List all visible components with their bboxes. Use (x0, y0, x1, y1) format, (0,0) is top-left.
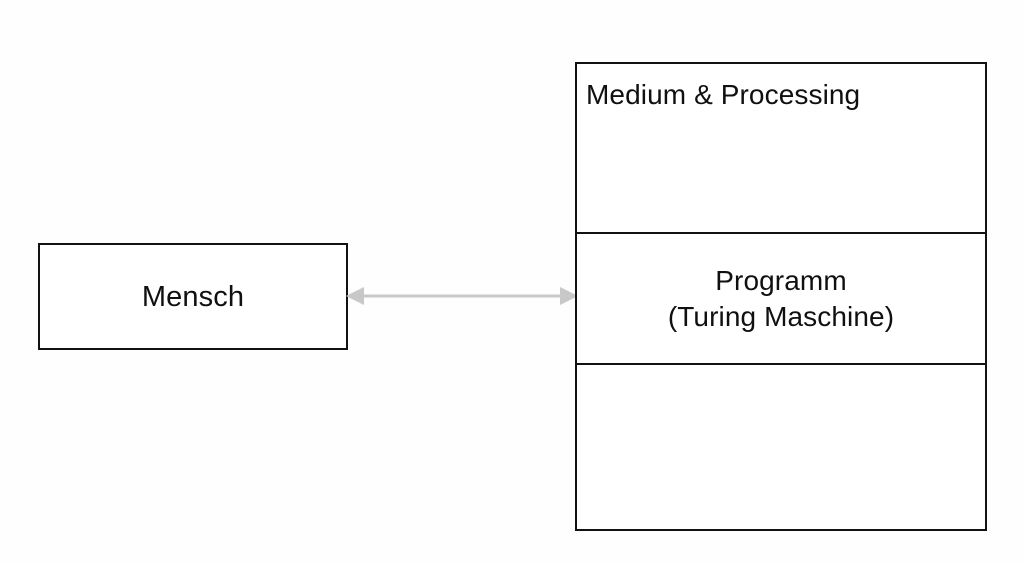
node-mensch[interactable]: Mensch (38, 243, 348, 350)
double-headed-arrow-icon (346, 287, 578, 305)
table-row[interactable]: Programm (Turing Maschine) (577, 234, 985, 365)
node-mensch-label: Mensch (141, 280, 245, 313)
row-medium-processing-label: Medium & Processing (586, 79, 861, 110)
row-programm-label: Programm (715, 264, 847, 296)
table-row[interactable] (577, 365, 985, 529)
row-turing-maschine-label: (Turing Maschine) (667, 300, 895, 332)
arrow-head-right-icon (560, 287, 578, 305)
arrow-head-left-icon (346, 287, 364, 305)
table-row[interactable]: Medium & Processing (577, 64, 985, 234)
node-medium-processing-stack[interactable]: Medium & Processing Programm (Turing Mas… (575, 62, 987, 531)
connector-mensch-to-medium[interactable] (344, 278, 580, 314)
